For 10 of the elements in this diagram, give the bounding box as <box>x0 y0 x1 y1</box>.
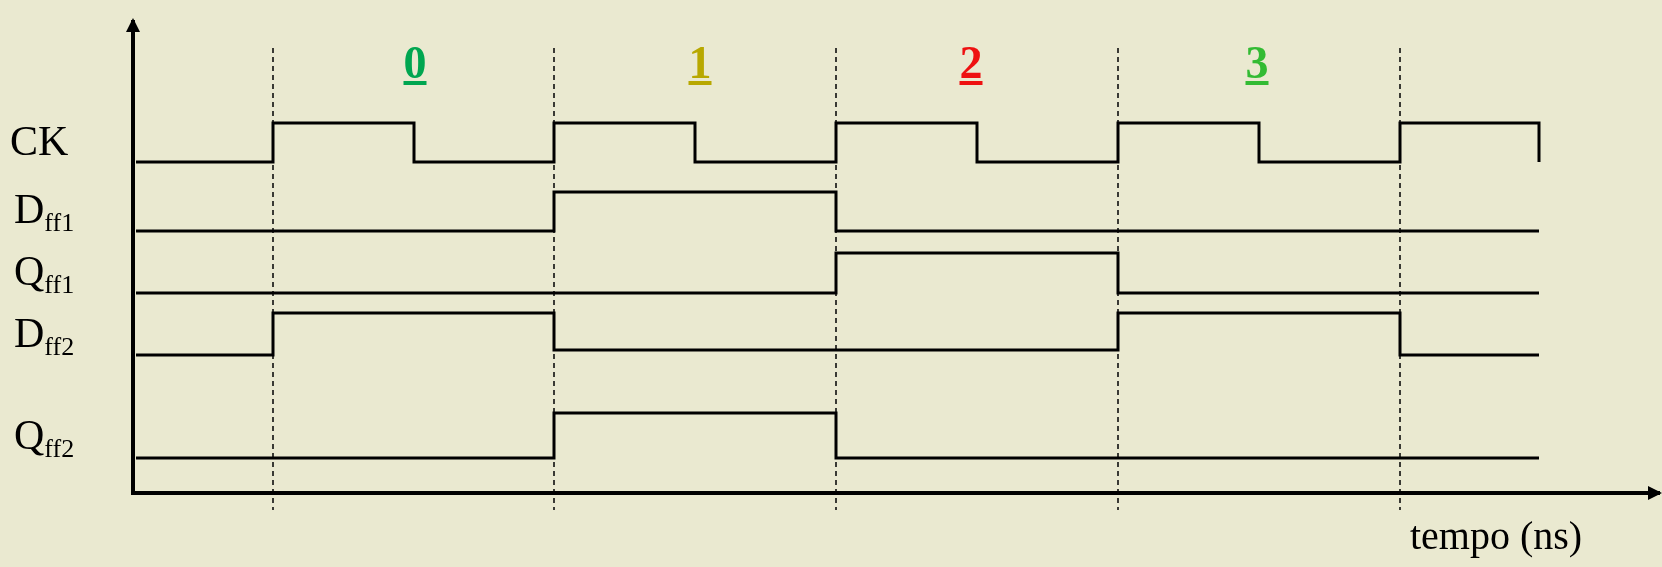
cycle-number: 3 <box>1245 40 1269 86</box>
signal-name: Q$_{ff1}$ <box>14 250 75 298</box>
cycle-number: 1 <box>688 40 712 86</box>
signal-name: D$_{ff2}$ <box>14 312 75 360</box>
signal-name: D$_{ff1}$ <box>14 188 75 236</box>
cycle-number: 0 <box>403 40 427 86</box>
axis-label: tempo (ns) <box>1410 516 1583 556</box>
cycle-number: 2 <box>959 40 983 86</box>
signal-name: Q$_{ff2}$ <box>14 414 75 462</box>
signal-name: CK <box>10 120 69 162</box>
